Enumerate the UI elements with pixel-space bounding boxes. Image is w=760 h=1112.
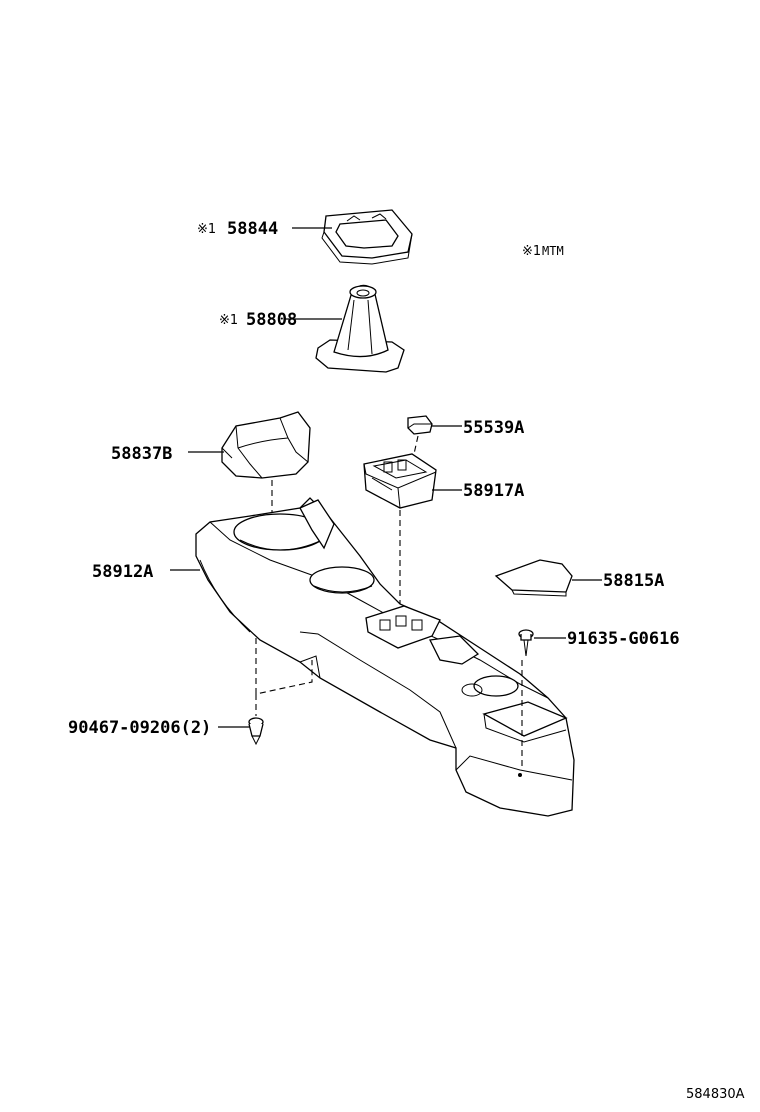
- console-box-part-number: 58912A: [92, 562, 153, 582]
- cup-holder-insert-part-number: 58837B: [111, 444, 172, 464]
- console-panel-part-number: 58917A: [463, 481, 524, 501]
- cup-holder-insert-drawing: [221, 411, 311, 479]
- console-box-drawing: [195, 497, 575, 817]
- console-cap-part-number: 55539A: [463, 418, 524, 438]
- shift-boot-label: ※1 58808: [219, 310, 297, 330]
- screw-part-number: 91635-G0616: [567, 629, 680, 649]
- shift-boot-mark: ※1: [219, 313, 238, 328]
- legend-note: ※1 MTM: [522, 244, 564, 259]
- console-panel-drawing: [363, 453, 437, 509]
- shift-boot-part-number: 58808: [246, 310, 297, 330]
- console-mat-drawing: [494, 559, 573, 597]
- shift-boot-drawing: [315, 284, 405, 373]
- legend-note-mark: ※1: [522, 244, 541, 259]
- legend-note-text: MTM: [542, 244, 564, 258]
- shift-bezel-label: ※1 58844: [197, 219, 278, 239]
- console-cap-drawing: [407, 415, 433, 435]
- document-id: 584830A: [686, 1087, 745, 1102]
- shift-bezel-drawing: [321, 209, 413, 265]
- clip-part-number: 90467-09206(2): [68, 718, 211, 738]
- shift-bezel-mark: ※1: [197, 222, 216, 237]
- screw-drawing: [518, 629, 534, 657]
- clip-drawing: [248, 717, 264, 746]
- console-cap-dash-line: [413, 435, 419, 455]
- shift-bezel-part-number: 58844: [227, 219, 278, 239]
- clip-dash-line: [255, 638, 313, 695]
- console-mat-part-number: 58815A: [603, 571, 664, 591]
